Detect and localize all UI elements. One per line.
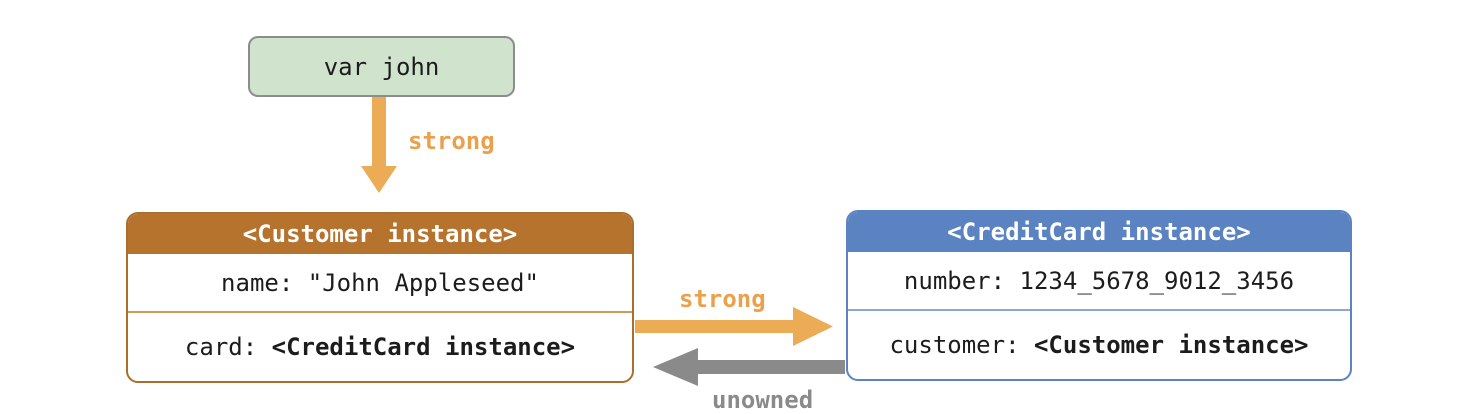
customer-name-key: name: [221, 268, 308, 297]
strong-label-vertical: strong [408, 127, 495, 155]
creditcard-number-row: number: 1234_5678_9012_3456 [848, 252, 1350, 309]
variable-box-label: var john [323, 52, 440, 81]
customer-card-key: card: [184, 333, 272, 361]
creditcard-instance-title: <CreditCard instance> [947, 218, 1251, 246]
customer-card-value: <CreditCard instance> [271, 333, 576, 361]
creditcard-number-key: number: [903, 266, 1020, 295]
creditcard-customer-row: customer: <Customer instance> [848, 309, 1350, 379]
customer-card-row: card: <CreditCard instance> [128, 311, 632, 381]
unowned-label: unowned [712, 386, 814, 414]
customer-name-value: "John Appleseed" [307, 268, 539, 297]
variable-box-var-john: var john [248, 36, 515, 97]
customer-instance-title: <Customer instance> [242, 220, 518, 248]
creditcard-number-value: 1234_5678_9012_3456 [1019, 266, 1295, 295]
unowned-arrow-left [653, 348, 845, 386]
creditcard-customer-key: customer: [889, 331, 1034, 359]
creditcard-instance-box: <CreditCard instance> number: 1234_5678_… [846, 210, 1352, 381]
creditcard-customer-value: <Customer instance> [1033, 331, 1309, 359]
customer-name-row: name: "John Appleseed" [128, 254, 632, 311]
strong-label-horizontal: strong [679, 285, 766, 313]
strong-arrow-down [361, 97, 397, 193]
customer-instance-box: <Customer instance> name: "John Applesee… [126, 212, 634, 383]
creditcard-instance-header: <CreditCard instance> [848, 212, 1350, 252]
customer-instance-header: <Customer instance> [128, 214, 632, 254]
